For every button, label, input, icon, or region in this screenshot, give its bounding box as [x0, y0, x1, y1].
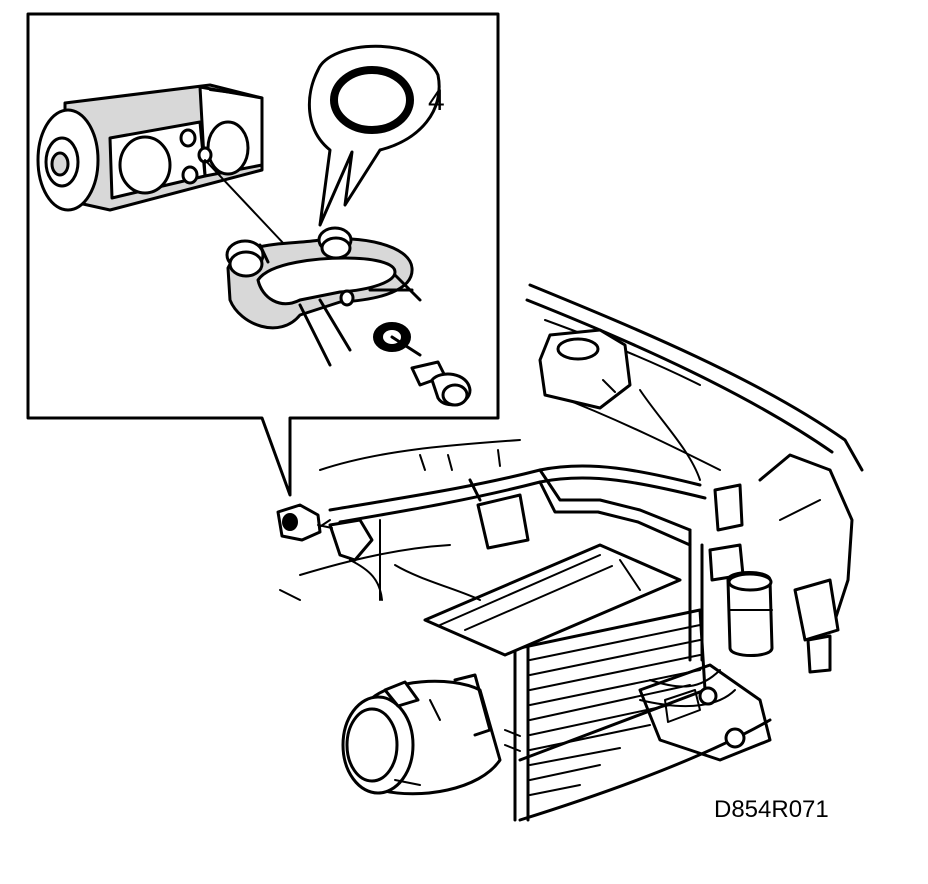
refrigerant-lines: [328, 464, 736, 708]
engine-misc-lines: [349, 493, 530, 601]
receiver-drier: [708, 483, 774, 657]
inset-frame: [26, 12, 500, 497]
radiator-support: [638, 663, 772, 762]
coolant-reservoir: [538, 328, 632, 410]
callout-number: 4: [428, 84, 445, 117]
o-ring-seal: [330, 66, 414, 134]
detail-inset: 4: [26, 12, 500, 497]
figure-code: D854R071: [714, 796, 829, 823]
engine-bay-illustration: [276, 283, 864, 822]
expansion-valve-installed: [276, 503, 374, 562]
firewall-lines: [279, 439, 521, 601]
o-ring-callout: 4: [307, 44, 445, 227]
expansion-valve-detail: [36, 83, 286, 246]
pipe-manifold-block: [225, 226, 422, 367]
radiator: [423, 543, 682, 657]
mounting-bolt: [373, 322, 472, 407]
inner-fender-bracket: [758, 453, 854, 674]
ac-compressor: [341, 673, 502, 796]
